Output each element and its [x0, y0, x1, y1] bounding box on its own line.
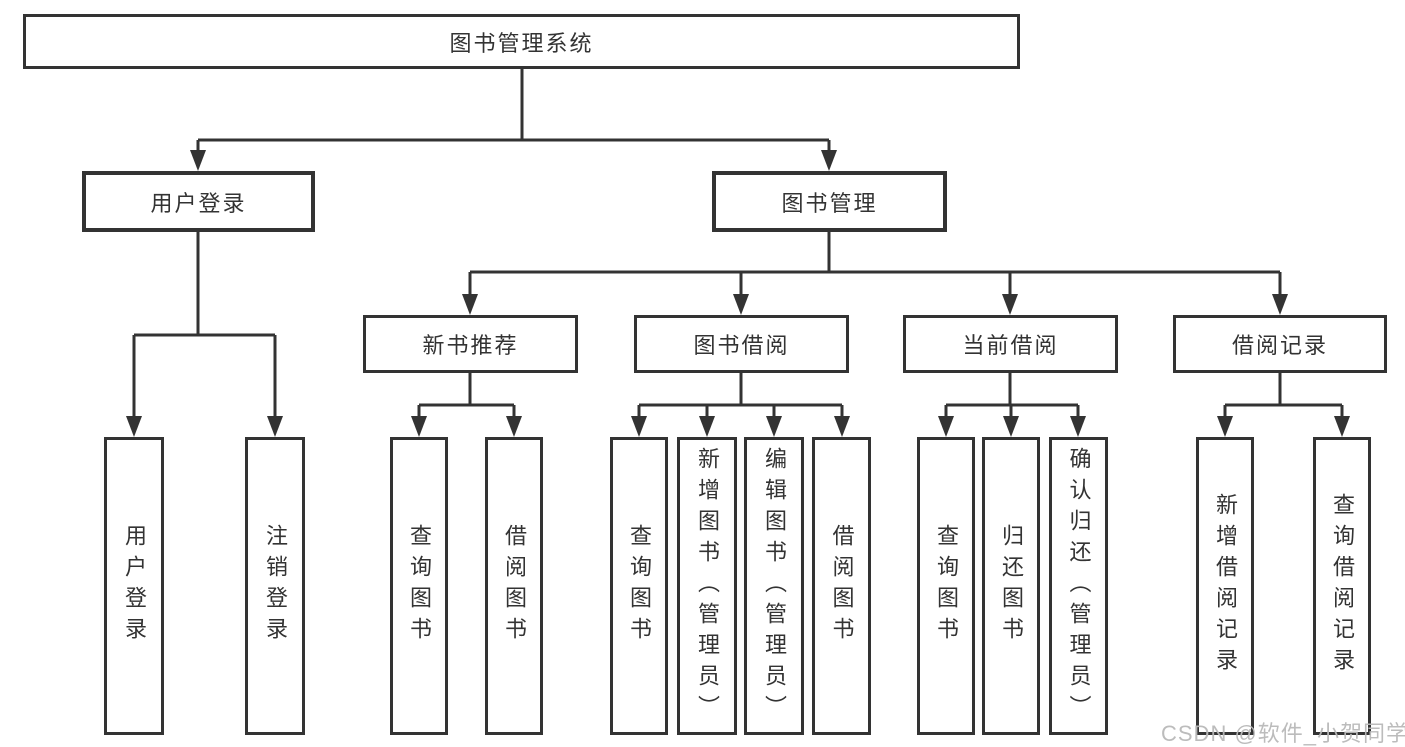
node-user-login: 用户登录: [82, 171, 315, 232]
node-label: 图书借阅: [693, 333, 790, 358]
node-label: 确认归还（管理员）: [1066, 446, 1092, 726]
leaf-add-books-admin: 新增图书（管理员）: [677, 437, 737, 735]
watermark: CSDN @软件_小贺同学: [1161, 721, 1405, 746]
leaf-edit-books-admin: 编辑图书（管理员）: [744, 437, 804, 735]
node-label: 查询图书: [934, 524, 959, 648]
node-label: 新增借阅记录: [1213, 493, 1238, 679]
node-label: 新书推荐: [422, 333, 519, 358]
leaf-return-books: 归还图书: [982, 437, 1040, 735]
node-label: 当前借阅: [962, 333, 1059, 358]
node-label: 用户登录: [122, 524, 147, 648]
leaf-query-borrow-record: 查询借阅记录: [1313, 437, 1371, 735]
leaf-user-login: 用户登录: [104, 437, 164, 735]
node-label: 编辑图书（管理员）: [762, 446, 787, 726]
node-label: 借阅图书: [829, 524, 855, 648]
node-book-management-system: 图书管理系统: [23, 14, 1020, 69]
node-book-borrowing: 图书借阅: [634, 315, 849, 373]
leaf-borrow-books-recommend: 借阅图书: [485, 437, 543, 735]
node-label: 查询图书: [407, 524, 432, 648]
node-label: 借阅记录: [1231, 333, 1328, 358]
node-current-borrowing: 当前借阅: [903, 315, 1118, 373]
leaf-query-books-recommend: 查询图书: [390, 437, 448, 735]
leaf-confirm-return-admin: 确认归还（管理员）: [1049, 437, 1108, 735]
node-label: 注销登录: [263, 524, 288, 648]
node-label: 图书管理系统: [449, 30, 594, 56]
node-label: 图书管理: [781, 190, 878, 216]
leaf-query-books-borrowing: 查询图书: [610, 437, 668, 735]
node-new-book-recommend: 新书推荐: [363, 315, 578, 373]
leaf-logout: 注销登录: [245, 437, 305, 735]
leaf-add-borrow-record: 新增借阅记录: [1196, 437, 1254, 735]
node-label: 借阅图书: [502, 524, 527, 648]
leaf-borrow-books-borrowing: 借阅图书: [812, 437, 871, 735]
node-label: 新增图书（管理员）: [695, 446, 720, 726]
node-borrowing-records: 借阅记录: [1173, 315, 1387, 373]
leaf-query-books-current: 查询图书: [917, 437, 975, 735]
node-book-management: 图书管理: [712, 171, 947, 232]
node-label: 查询图书: [627, 524, 652, 648]
node-label: 查询借阅记录: [1330, 493, 1355, 679]
node-label: 归还图书: [999, 524, 1024, 648]
node-label: 用户登录: [150, 190, 247, 216]
